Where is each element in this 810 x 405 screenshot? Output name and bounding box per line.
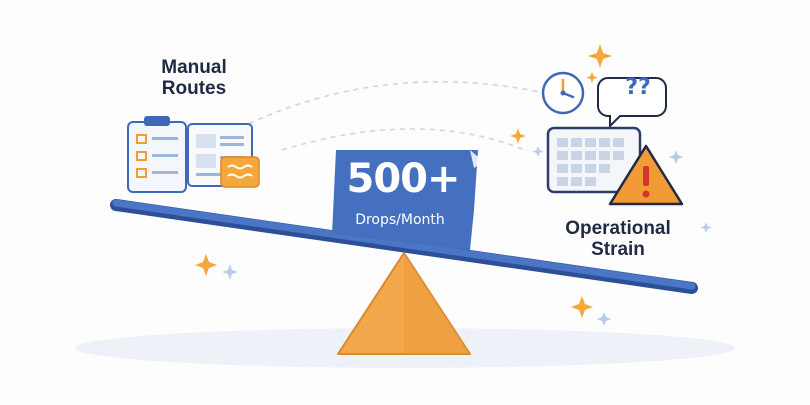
dashed-arc-top	[239, 80, 541, 129]
warning-triangle-icon	[608, 144, 684, 206]
left-label: Manual Routes	[161, 57, 227, 99]
sparkle-icon	[195, 44, 612, 318]
speech-bubble-icon	[597, 77, 667, 129]
clipboard-checklist-icon	[127, 116, 187, 193]
center-unit: Drops/Month	[355, 212, 445, 228]
sticky-note-icon	[220, 156, 260, 188]
value-badge	[332, 150, 484, 250]
calendar-grid-icon	[546, 126, 642, 194]
right-label: Operational Strain	[565, 218, 671, 260]
speech-bubble-text: ??	[625, 75, 651, 100]
dashed-arc-middle	[281, 128, 526, 151]
clock-icon	[541, 71, 585, 115]
center-value: 500+	[346, 156, 460, 202]
sparkle-icon	[222, 146, 712, 326]
